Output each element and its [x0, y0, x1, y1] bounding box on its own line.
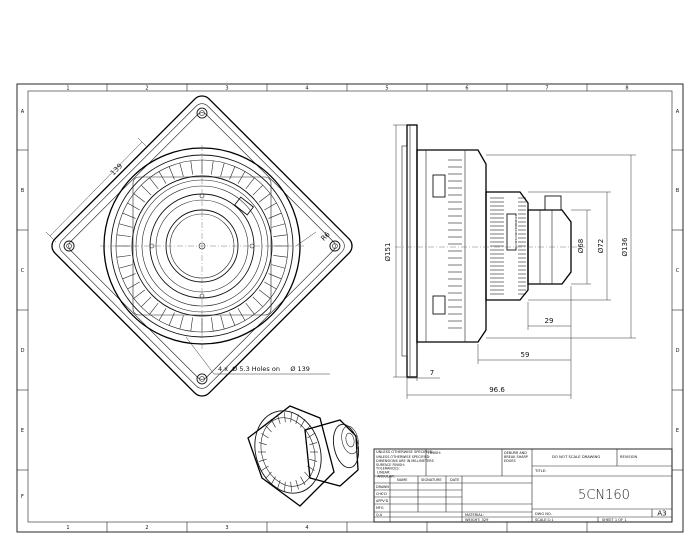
weight-label: WEIGHT: 329: [465, 518, 489, 522]
col-label-4: 4: [305, 86, 308, 92]
drawing-frame: 1 2 3 4 5 6 7 8 1 2 3 4 A B C D E F A B …: [16, 83, 684, 533]
holes-note: 4 x Ø 5.3 Holes on Ø 139: [218, 365, 310, 373]
row-label-a-right: A: [676, 109, 680, 115]
dim-59: 59: [521, 351, 530, 359]
dim-7: 7: [430, 369, 434, 377]
row-label-b: B: [21, 188, 25, 194]
row-label-c: C: [21, 268, 25, 274]
material-label: MATERIAL:: [465, 513, 484, 517]
dim-29: 29: [545, 317, 554, 325]
title-label: TITLE:: [534, 468, 547, 473]
side-view: B&C SPEAKERS Ø151 Ø136 Ø72 Ø68 29: [384, 124, 636, 399]
drawing-title: 5CN160: [578, 488, 630, 503]
dim-96-6: 96.6: [489, 386, 505, 394]
revision-label: REVISION: [620, 455, 637, 459]
dim-body-diameter: Ø136: [621, 237, 629, 256]
general-tolerance-body: UNLESS OTHERWISE SPECIFIED:DIMENSIONS AR…: [375, 455, 434, 479]
col-label-7: 7: [545, 86, 548, 92]
col-label-2: 2: [145, 86, 148, 92]
col-label-3: 3: [225, 86, 228, 92]
header-name: NAME: [397, 478, 408, 482]
col-label-1: 1: [66, 86, 69, 92]
row-mfg: MFG: [376, 506, 384, 510]
dim-corner-radius: R6: [319, 230, 332, 243]
dim-flange-diameter: Ø151: [384, 243, 392, 262]
col-label-8: 8: [625, 86, 628, 92]
col-label-2-bottom: 2: [145, 525, 148, 531]
row-label-d: D: [21, 348, 25, 354]
dim-magnet-diameter: Ø72: [597, 239, 605, 253]
row-label-f: F: [21, 494, 24, 500]
header-date: DATE: [450, 478, 460, 482]
dim-square-139: 139: [109, 162, 124, 177]
row-checked: CHK'D: [376, 492, 387, 496]
col-label-1-bottom: 1: [66, 525, 69, 531]
row-label-b-right: B: [676, 188, 680, 194]
row-drawn: DRAWN: [376, 485, 389, 489]
brand-label: B&C SPEAKERS: [513, 216, 518, 248]
finish-label: FINISH:: [428, 451, 441, 455]
isometric-view: [247, 405, 360, 507]
row-label-a: A: [21, 109, 25, 115]
row-label-c-right: C: [676, 268, 680, 274]
front-view: 139 R6 4 x Ø 5.3 Holes on Ø 139: [45, 95, 353, 397]
row-qa: Q.A: [376, 513, 383, 517]
header-signature: SIGNATURE: [421, 478, 442, 482]
general-tolerance-note: UNLESS OTHERWISE SPECIFIED:: [376, 450, 434, 454]
row-approved: APPV'D: [376, 499, 389, 503]
col-label-6: 6: [465, 86, 468, 92]
title-block: UNLESS OTHERWISE SPECIFIED: UNLESS OTHER…: [373, 448, 673, 523]
row-label-e-right: E: [676, 428, 679, 434]
row-label-d-right: D: [676, 348, 680, 354]
do-not-scale-note: DO NOT SCALE DRAWING: [552, 454, 600, 459]
dwg-no-label: DWG NO.: [535, 512, 552, 516]
col-label-3-bottom: 3: [225, 525, 228, 531]
col-label-5: 5: [385, 86, 388, 92]
dim-plug-diameter: Ø68: [577, 239, 585, 253]
sheet-number: SHEET 1 OF 1: [602, 518, 627, 522]
col-label-4-bottom: 4: [305, 525, 308, 531]
scale-label: SCALE:1:1: [535, 518, 554, 522]
sheet-size: A3: [657, 510, 666, 518]
row-label-e: E: [21, 428, 24, 434]
